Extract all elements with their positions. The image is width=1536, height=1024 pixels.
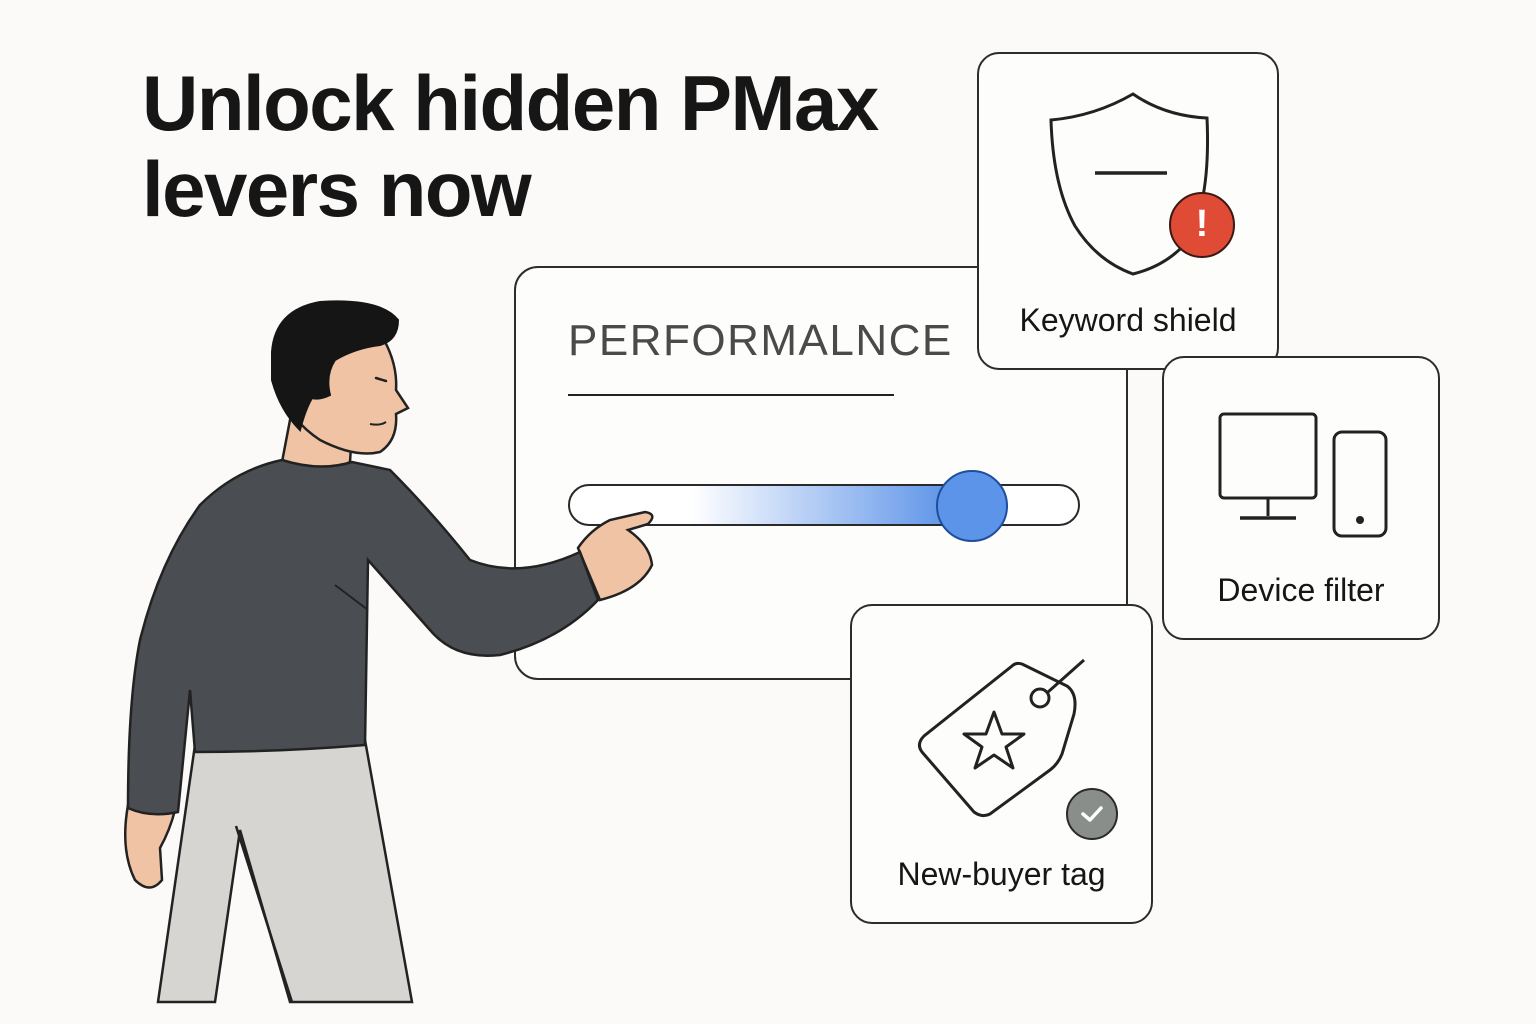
panel-divider bbox=[568, 394, 894, 396]
person-hair bbox=[271, 300, 400, 432]
device-filter-card[interactable]: Device filter bbox=[1162, 356, 1440, 640]
check-icon bbox=[1066, 788, 1118, 840]
devices-icon bbox=[1218, 412, 1388, 538]
person-shirt bbox=[126, 458, 600, 816]
alert-badge: ! bbox=[1169, 192, 1235, 258]
tag-icon bbox=[917, 658, 1085, 818]
headline-line-2: levers now bbox=[142, 145, 532, 233]
keyword-shield-label: Keyword shield bbox=[1019, 302, 1237, 338]
device-filter-label: Device filter bbox=[1217, 572, 1385, 608]
new-buyer-tag-label: New-buyer tag bbox=[897, 856, 1106, 892]
person-pants bbox=[156, 738, 414, 1004]
panel-title: PERFORMALNCE bbox=[568, 316, 953, 365]
new-buyer-tag-card[interactable]: New-buyer tag bbox=[850, 604, 1153, 924]
headline: Unlock hidden PMax levers now bbox=[142, 59, 879, 233]
person-pointing-hand[interactable] bbox=[576, 510, 654, 602]
person-illustration bbox=[123, 300, 654, 1004]
person-left-hand bbox=[123, 803, 177, 889]
headline-line-1: Unlock hidden PMax bbox=[142, 59, 879, 147]
shield-icon bbox=[1049, 92, 1209, 276]
keyword-shield-card[interactable]: ! Keyword shield bbox=[977, 52, 1279, 370]
performance-slider-thumb[interactable] bbox=[936, 470, 1009, 542]
